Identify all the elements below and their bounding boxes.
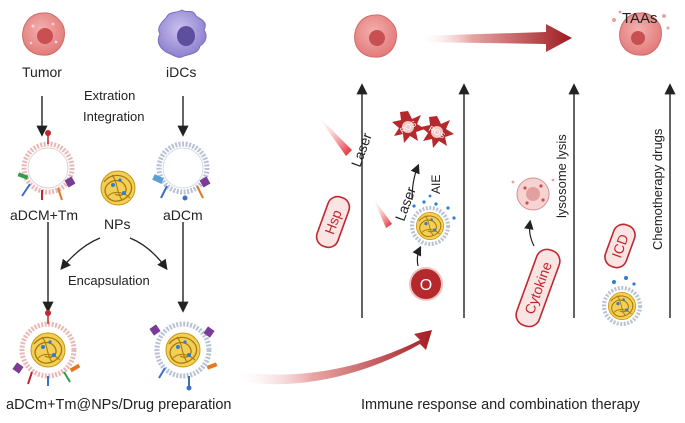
idcs-label: iDCs	[166, 64, 197, 80]
chemo-label: Chemotherapy drugs	[650, 128, 665, 250]
adcm-np-particle-icon	[149, 321, 218, 391]
nanoparticle-icon	[100, 170, 136, 206]
laser-beam-1-icon	[316, 114, 352, 156]
arrow-cytokine-up	[524, 219, 535, 247]
laser-beam-2-icon	[372, 196, 392, 228]
lysosome-label: lysosome lysis	[554, 134, 569, 218]
progression-arrow	[418, 24, 572, 52]
aie-label: AIE	[429, 175, 443, 194]
extraction-label: Extration	[84, 88, 136, 103]
adcm-label: aDCm	[163, 207, 203, 223]
arrow-nps-right	[129, 237, 168, 271]
taas-label: TAAs	[622, 10, 658, 27]
nps-label: NPs	[104, 216, 131, 232]
adcm-vesicle-icon	[152, 144, 211, 201]
adcm-tm-vesicle-icon	[17, 130, 76, 201]
arrow-nps-left	[60, 237, 101, 271]
ros-star-2-icon: ROS	[421, 116, 454, 148]
hsp-badge: Hsp	[315, 195, 351, 249]
left-caption: aDCm+Tm@NPs/Drug preparation	[6, 397, 232, 413]
laser-label-2: Laser	[392, 184, 419, 223]
tumor-label: Tumor	[22, 64, 62, 80]
cytokine-badge: Cytokine	[515, 248, 561, 328]
transition-arrow	[232, 330, 432, 385]
arrow-o2-up	[412, 245, 422, 267]
encapsulation-label: Encapsulation	[68, 273, 150, 288]
tumor-cell-right-icon	[354, 14, 397, 58]
adcm-tm-label: aDCM+Tm	[10, 207, 79, 223]
tumor-cell-icon	[22, 12, 65, 56]
arrow-aie-up	[410, 163, 420, 201]
icd-badge: ICD	[604, 223, 636, 269]
idc-cell-icon	[157, 9, 207, 58]
adcm-tm-np-particle-icon	[12, 310, 81, 386]
integration-label: Integration	[83, 109, 145, 124]
o2-label: O	[420, 277, 432, 294]
taas-cell-icon	[612, 10, 670, 56]
laser-label-1: Laser	[348, 130, 375, 169]
oxygen-badge-icon: O	[409, 267, 443, 301]
right-caption: Immune response and combination therapy	[361, 397, 640, 413]
ros-star-1-icon: ROS	[392, 111, 425, 143]
chemo-particle-icon	[602, 276, 642, 326]
icd-label: ICD	[608, 232, 631, 260]
aie-particle-icon	[410, 194, 456, 246]
lysosome-cell-icon	[511, 177, 555, 211]
